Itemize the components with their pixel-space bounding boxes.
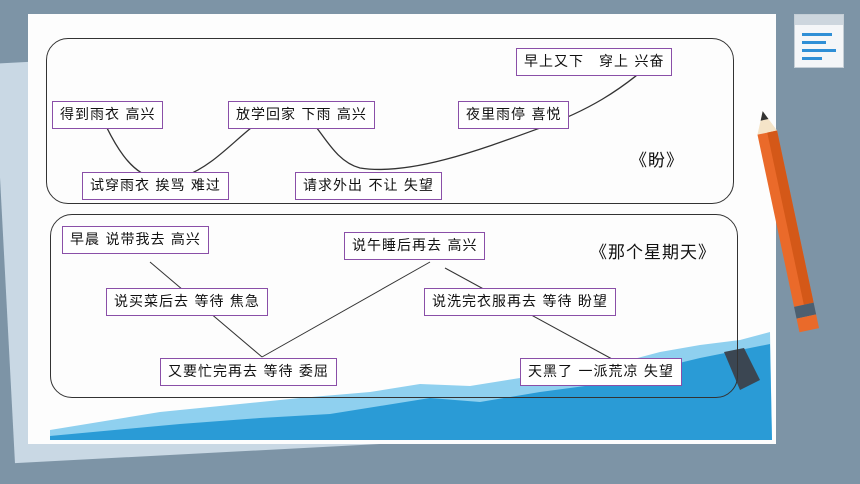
story-title: 《那个星期天》 xyxy=(590,243,716,263)
plot-box: 得到雨衣 高兴 xyxy=(52,101,164,129)
mountain-wave-dark xyxy=(50,344,772,440)
plot-box: 夜里雨停 喜悦 xyxy=(458,101,570,129)
eraser-shape xyxy=(724,348,760,390)
plot-box: 说午睡后再去 高兴 xyxy=(344,232,486,260)
plot-box: 天黑了 一派荒凉 失望 xyxy=(520,358,682,386)
panel-that-sunday xyxy=(50,214,738,398)
plot-box: 试穿雨衣 挨骂 难过 xyxy=(82,172,229,200)
plot-box: 说买菜后去 等待 焦急 xyxy=(106,288,268,316)
story-title: 《盼》 xyxy=(630,151,684,171)
plot-box: 请求外出 不让 失望 xyxy=(295,172,442,200)
plot-box: 早上又下 穿上 兴奋 xyxy=(516,48,673,76)
plot-box: 说洗完衣服再去 等待 盼望 xyxy=(424,288,616,316)
connector-line xyxy=(261,261,431,358)
pencil-icon xyxy=(757,111,820,333)
document-icon xyxy=(794,14,844,68)
panel-pan xyxy=(46,38,734,204)
plot-box: 又要忙完再去 等待 委屈 xyxy=(160,358,337,386)
plot-box: 放学回家 下雨 高兴 xyxy=(228,101,375,129)
plot-box: 早晨 说带我去 高兴 xyxy=(62,226,209,254)
